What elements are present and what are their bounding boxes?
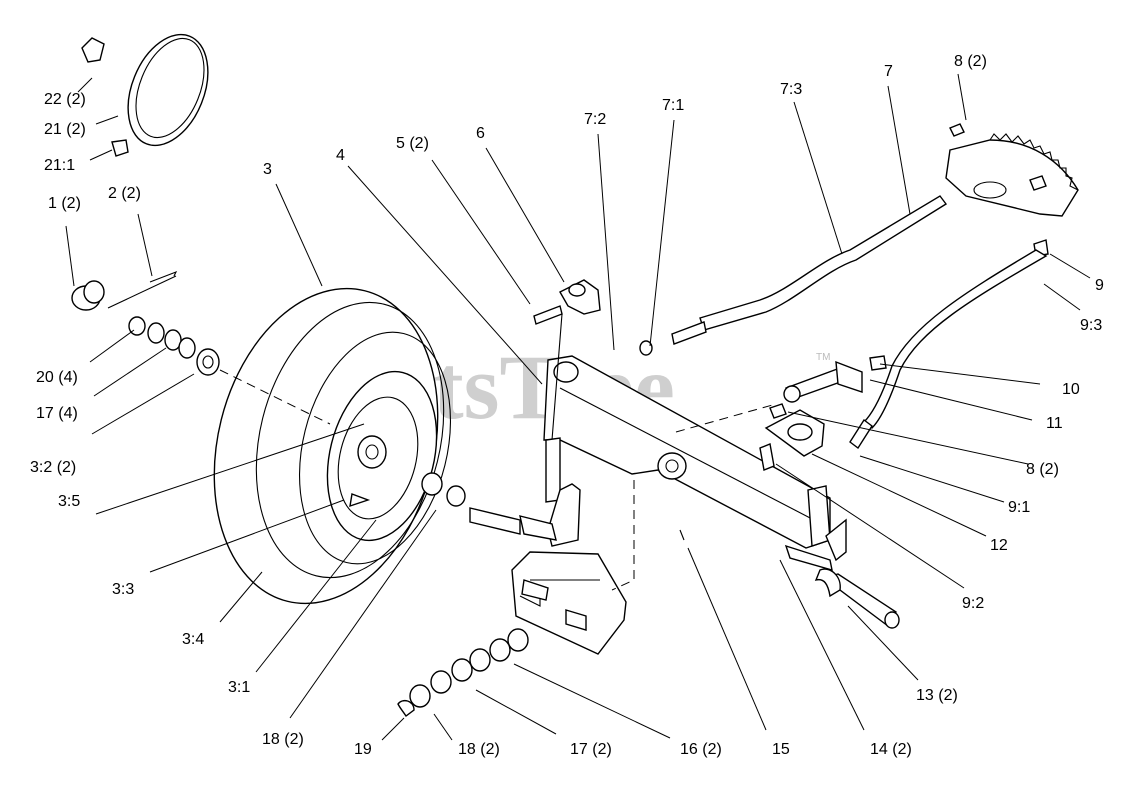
label-3: 3: [263, 161, 272, 178]
label-9: 9: [1095, 277, 1104, 294]
axle-shaft-part: [814, 568, 900, 629]
label-1: 1 (2): [48, 195, 81, 212]
watermark-tm: TM: [816, 352, 830, 363]
washer-stack-lower: [397, 628, 529, 718]
label-18-left: 18 (2): [262, 731, 304, 748]
left-spindle-part: [519, 279, 601, 547]
label-12: 12: [990, 537, 1008, 554]
callout-labels: 22 (2) 21 (2) 21:1 1 (2) 2 (2) 3 4 5 (2)…: [30, 53, 1104, 758]
label-7-1: 7:1: [662, 97, 684, 114]
label-5: 5 (2): [396, 135, 429, 152]
frame-bracket-part: [511, 551, 627, 655]
label-22: 22 (2): [44, 91, 86, 108]
drag-link-part: [639, 195, 948, 356]
label-6: 6: [476, 125, 485, 142]
label-21: 21 (2): [44, 121, 86, 138]
label-19: 19: [354, 741, 372, 758]
label-3-5: 3:5: [58, 493, 80, 510]
cap-part: [71, 270, 178, 311]
label-4: 4: [336, 147, 345, 164]
washer-stack-upper: [128, 316, 220, 376]
label-13: 13 (2): [916, 687, 958, 704]
label-7-2: 7:2: [584, 111, 606, 128]
label-11: 11: [1046, 415, 1063, 432]
axle-dashed-line: [219, 369, 331, 425]
label-3-1: 3:1: [228, 679, 250, 696]
label-3-2: 3:2 (2): [30, 459, 76, 476]
tie-rod-part: [849, 249, 1048, 450]
spacer-part: [421, 472, 521, 535]
label-20: 20 (4): [36, 369, 78, 386]
label-10: 10: [1062, 381, 1080, 398]
label-9-1: 9:1: [1008, 499, 1030, 516]
wheel-cover-part: [81, 33, 209, 157]
pivot-bracket-part: [783, 355, 887, 403]
tire-part: [213, 287, 452, 605]
sector-gear-part: [945, 123, 1079, 257]
label-8-lower: 8 (2): [1026, 461, 1059, 478]
right-spindle-part: [759, 409, 847, 571]
label-16: 16 (2): [680, 741, 722, 758]
label-17-lower: 17 (2): [570, 741, 612, 758]
label-3-4: 3:4: [182, 631, 204, 648]
pin-part: [679, 529, 685, 541]
label-2: 2 (2): [108, 185, 141, 202]
label-3-3: 3:3: [112, 581, 134, 598]
label-9-3: 9:3: [1080, 317, 1102, 334]
link-dashed-line: [675, 403, 777, 433]
pivot-dashed-line: [611, 480, 635, 591]
label-7-3: 7:3: [780, 81, 802, 98]
label-18-right: 18 (2): [458, 741, 500, 758]
nut-lower-part: [769, 403, 787, 419]
label-21-1: 21:1: [44, 157, 75, 174]
label-7: 7: [884, 63, 893, 80]
label-14: 14 (2): [870, 741, 912, 758]
label-15: 15: [772, 741, 790, 758]
label-17-upper: 17 (4): [36, 405, 78, 422]
front-axle-part: [543, 355, 831, 549]
label-9-2: 9:2: [962, 595, 984, 612]
label-8-top: 8 (2): [954, 53, 987, 70]
leader-lines: [65, 73, 1091, 741]
